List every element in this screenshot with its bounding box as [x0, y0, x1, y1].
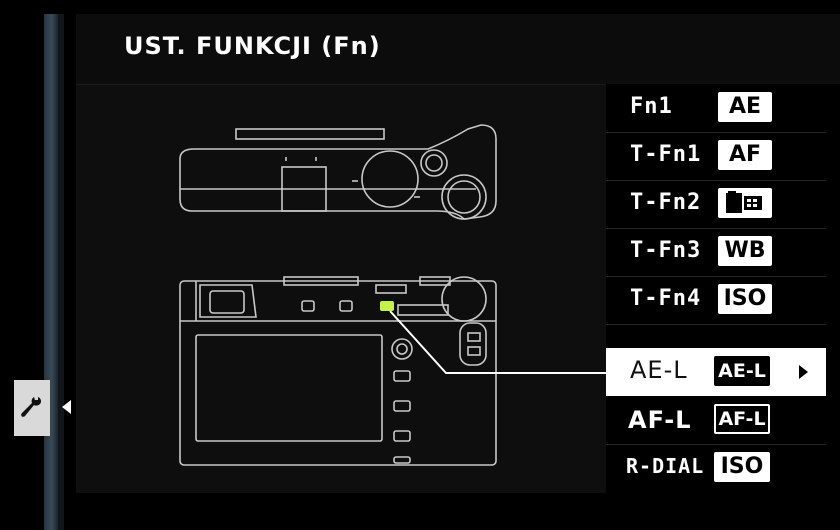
fn-label: AE-L — [630, 356, 688, 384]
button-highlight-icon — [380, 301, 606, 374]
camera-back-view — [179, 276, 497, 466]
fn-label: T-Fn1 — [630, 142, 702, 167]
list-item-t-fn4[interactable]: T-Fn4 ISO — [606, 276, 826, 325]
fn-label: R-DIAL — [626, 454, 705, 478]
arrow-right-icon — [799, 365, 808, 379]
fn-settings-list: Fn1 AE T-Fn1 AF T-Fn2 T-Fn3 — [606, 84, 826, 504]
film-simulation-icon — [718, 188, 772, 218]
fn-label: T-Fn2 — [630, 190, 702, 215]
fn-label: AF-L — [628, 406, 692, 434]
arrow-left-icon — [62, 400, 71, 414]
list-item-ae-l[interactable]: AE-L AE-L — [606, 348, 826, 396]
list-item-r-dial[interactable]: R-DIAL ISO — [606, 444, 826, 492]
list-item-t-fn3[interactable]: T-Fn3 WB — [606, 228, 826, 277]
page-title: UST. FUNKCJI (Fn) — [124, 32, 381, 60]
fn-value-badge: AF-L — [714, 404, 770, 434]
fn-label: T-Fn3 — [630, 238, 702, 263]
fn-value-badge: AE-L — [714, 356, 770, 386]
camera-top-view — [179, 124, 497, 220]
fn-value-badge: AF — [718, 140, 772, 170]
fn-value-badge: WB — [718, 236, 772, 266]
menu-side-bar — [44, 14, 64, 530]
camera-diagram-panel — [76, 84, 606, 493]
list-item-t-fn1[interactable]: T-Fn1 AF — [606, 132, 826, 181]
setup-menu-tab[interactable] — [14, 380, 50, 436]
fn-value-badge: ISO — [714, 452, 770, 482]
fn-value-badge: ISO — [718, 284, 772, 314]
list-item-af-l[interactable]: AF-L AF-L — [606, 396, 826, 445]
fn-value-badge: AE — [718, 92, 772, 122]
fn-label: T-Fn4 — [630, 286, 702, 311]
list-item-fn1[interactable]: Fn1 AE — [606, 84, 826, 133]
wrench-icon — [21, 397, 42, 417]
fn-label: Fn1 — [630, 94, 673, 119]
list-item-t-fn2[interactable]: T-Fn2 — [606, 180, 826, 229]
title-bar — [76, 14, 840, 84]
